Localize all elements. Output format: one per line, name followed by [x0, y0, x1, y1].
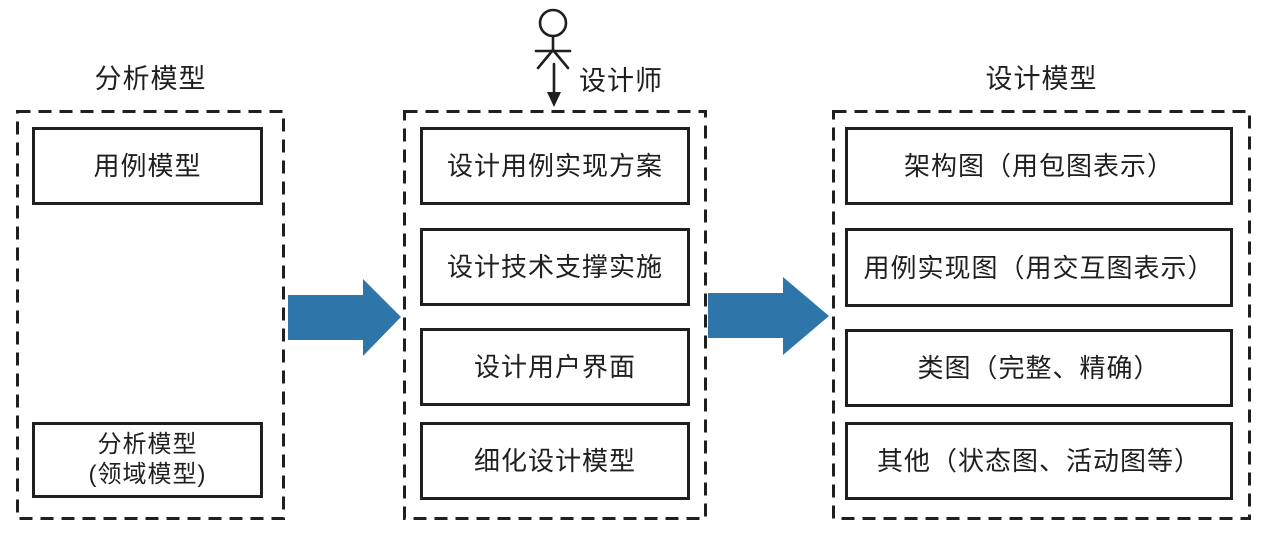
box-use-case-model: 用例模型: [32, 127, 263, 205]
box-label: 其他（状态图、活动图等）: [876, 446, 1201, 476]
box-use-case-realization-diagram: 用例实现图（用交互图表示）: [845, 228, 1233, 307]
box-class-diagram: 类图（完整、精确）: [845, 329, 1233, 407]
box-design-tech-support: 设计技术支撑实施: [420, 228, 690, 306]
box-label: 设计技术支撑实施: [446, 252, 663, 282]
box-label: 细化设计模型: [473, 446, 636, 476]
flow-arrow-designer-to-design-icon: [708, 277, 829, 355]
box-other-diagrams: 其他（状态图、活动图等）: [845, 422, 1233, 500]
actor-down-arrow-icon: [547, 62, 561, 107]
box-analysis-domain-model: 分析模型 (领域模型): [32, 422, 263, 498]
analysis-group-title: 分析模型: [94, 64, 207, 94]
box-label-line2: (领域模型): [88, 461, 207, 488]
box-label: 用例实现图（用交互图表示）: [863, 252, 1215, 283]
box-label: 设计用例实现方案: [446, 151, 663, 181]
actor-icon: [534, 8, 572, 70]
box-refine-design-model: 细化设计模型: [420, 422, 690, 500]
box-architecture-diagram: 架构图（用包图表示）: [845, 127, 1233, 205]
design-group-border: [832, 110, 1251, 520]
design-group-title: 设计模型: [985, 64, 1098, 94]
box-label: 架构图（用包图表示）: [903, 151, 1174, 181]
box-label: 用例模型: [93, 151, 202, 181]
designer-group-border: [403, 110, 707, 520]
box-label: 设计用户界面: [473, 352, 636, 382]
analysis-group-border: [16, 110, 285, 520]
designer-actor-label: 设计师: [579, 66, 663, 96]
box-label-line1: 分析模型: [97, 431, 198, 458]
box-label: 类图（完整、精确）: [917, 353, 1161, 383]
box-design-user-interface: 设计用户界面: [420, 328, 690, 406]
box-design-use-case-plan: 设计用例实现方案: [420, 127, 690, 205]
flow-arrow-analysis-to-designer-icon: [288, 279, 401, 356]
